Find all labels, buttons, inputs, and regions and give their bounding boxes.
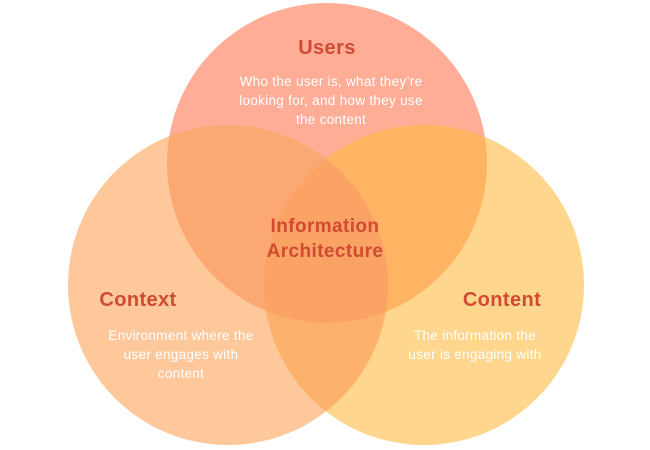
- users-description-line: looking for, and how they use: [239, 93, 423, 108]
- content-label: Content: [462, 289, 542, 311]
- center-overlap: [264, 125, 388, 323]
- context-description-line: user engages with: [123, 347, 239, 362]
- context-description-line: content: [157, 366, 205, 381]
- center-label: Information Architecture: [267, 214, 384, 264]
- content-description-line: user is engaging with: [408, 347, 542, 362]
- users-description: Who the user is, what they’re looking fo…: [239, 72, 423, 129]
- context-label: Context: [99, 289, 177, 311]
- center-label-line: Architecture: [266, 241, 384, 262]
- context-description-line: Environment where the: [108, 328, 254, 343]
- users-label: Users: [298, 37, 356, 59]
- users-description-line: Who the user is, what they’re: [239, 74, 423, 89]
- content-description-line: The information the: [413, 328, 537, 343]
- context-description: Environment where the user engages with …: [108, 326, 253, 383]
- center-label-line: Information: [270, 216, 380, 237]
- content-description: The information the user is engaging wit…: [408, 326, 541, 364]
- users-description-line: the content: [295, 112, 367, 127]
